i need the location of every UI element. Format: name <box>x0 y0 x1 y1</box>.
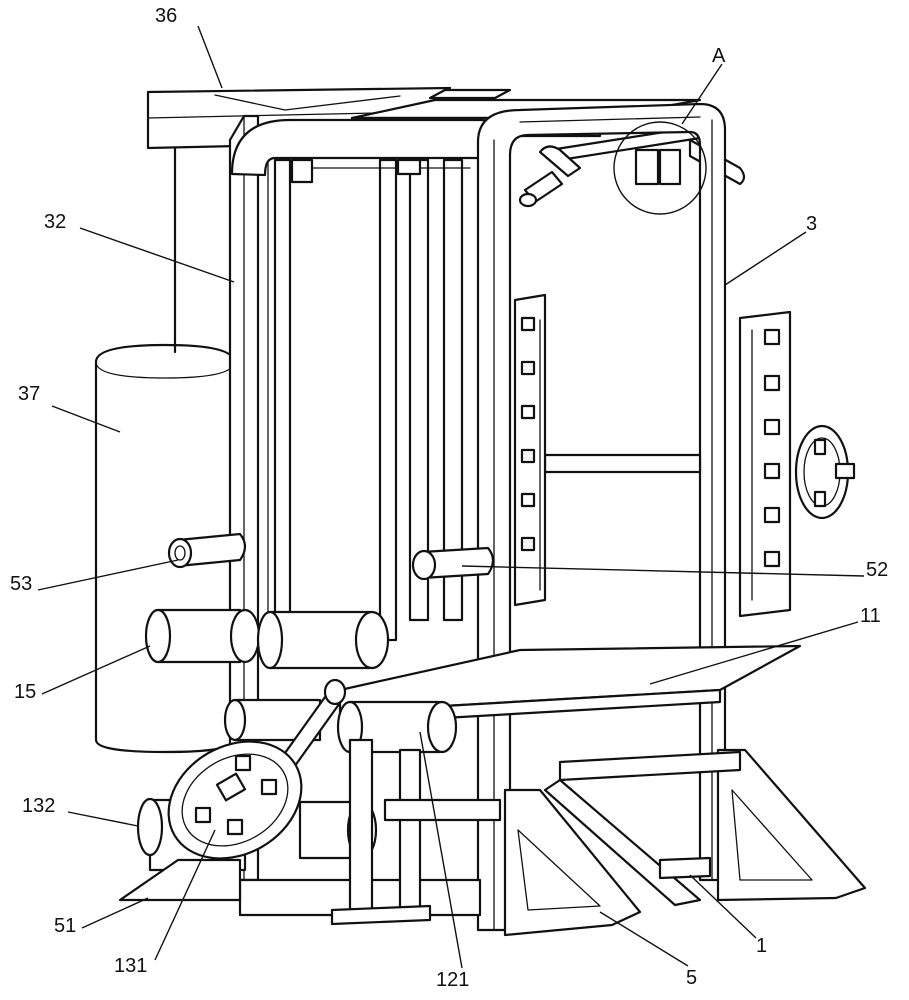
side-weight-disk <box>794 424 856 520</box>
clamp-right-b <box>658 148 682 186</box>
triangle-foot-left <box>503 788 642 937</box>
large-weight-disk <box>167 740 303 860</box>
label-5: 5 <box>686 967 697 989</box>
label-37: 37 <box>18 383 40 405</box>
hook-rack-left <box>513 293 547 607</box>
leader-lines <box>37 25 865 969</box>
label-1: 1 <box>756 935 767 957</box>
detail-circle-a <box>613 121 707 215</box>
clamp-mid <box>396 158 422 176</box>
label-11: 11 <box>860 605 881 627</box>
label-a: A <box>712 45 726 67</box>
label-132: 132 <box>22 795 55 817</box>
clamp-right-a <box>634 148 660 186</box>
triangle-foot-right <box>716 748 867 902</box>
handle-53 <box>167 532 247 569</box>
lower-leg-rollers <box>223 698 458 754</box>
upper-leg-rollers <box>144 608 390 670</box>
clamp-left <box>290 158 314 184</box>
label-52: 52 <box>866 559 888 581</box>
label-131: 131 <box>114 955 147 977</box>
handle-52 <box>411 546 495 581</box>
label-53: 53 <box>10 573 32 595</box>
label-32: 32 <box>44 211 66 233</box>
label-36: 36 <box>155 5 177 27</box>
label-121: 121 <box>436 969 469 991</box>
floor-frame <box>543 750 742 907</box>
label-51: 51 <box>54 915 76 937</box>
label-3: 3 <box>806 213 817 235</box>
middle-cross-bar <box>543 453 702 474</box>
label-15: 15 <box>14 681 36 703</box>
part-labels: 36 A 32 3 37 53 52 11 15 132 51 131 121 … <box>10 5 888 991</box>
hook-rack-right <box>738 310 792 618</box>
